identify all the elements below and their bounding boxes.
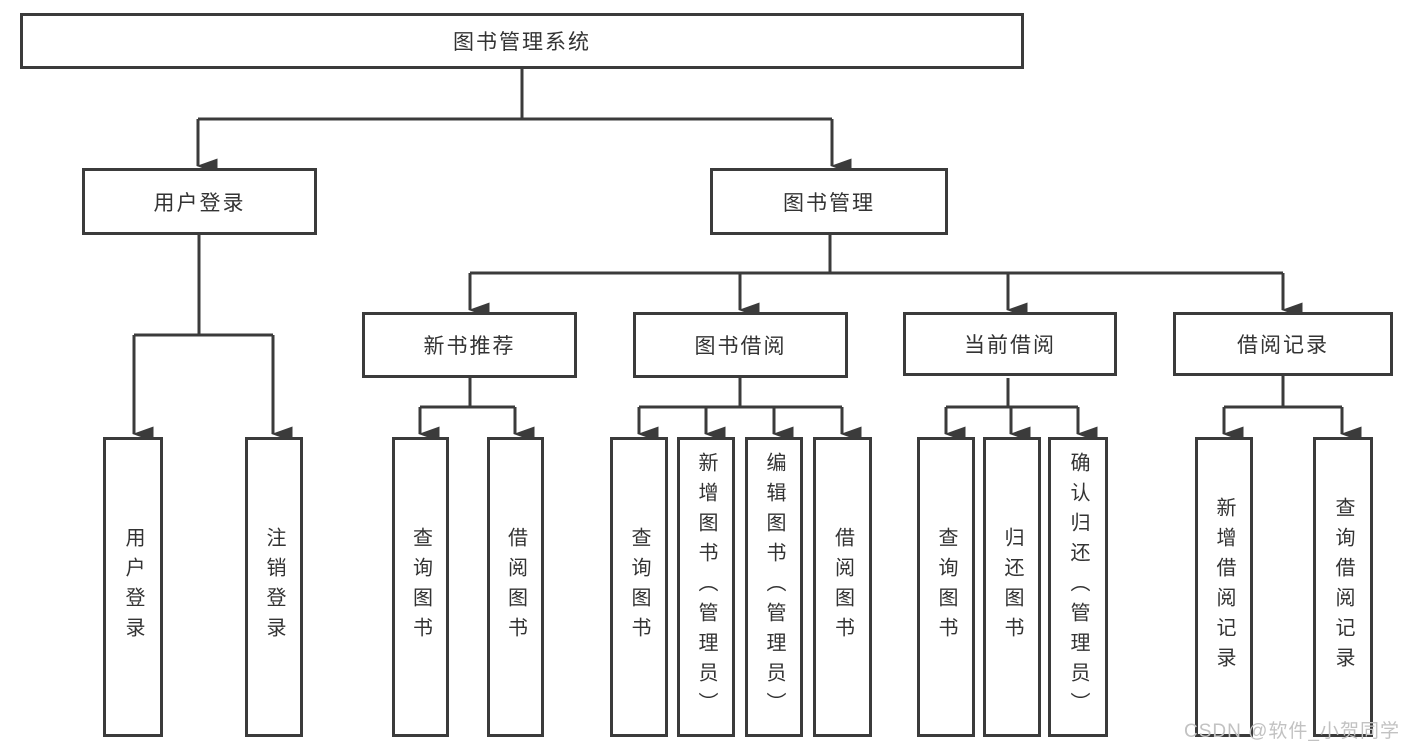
- leaf-query-borrow-record: 查询借阅记录: [1313, 437, 1373, 737]
- leaf-borrow-book-recommend-label: 借阅图书: [504, 527, 527, 647]
- node-user-login: 用户登录: [82, 168, 317, 235]
- leaf-add-borrow-record-label: 新增借阅记录: [1213, 497, 1235, 677]
- leaf-query-borrow-record-label: 查询借阅记录: [1332, 497, 1354, 677]
- leaf-edit-book-admin-label: 编辑图书（管理员）: [763, 452, 785, 722]
- node-current-borrow: 当前借阅: [903, 312, 1117, 376]
- leaf-confirm-return-admin: 确认归还（管理员）: [1048, 437, 1108, 737]
- node-book-management: 图书管理: [710, 168, 948, 235]
- leaf-confirm-return-admin-label: 确认归还（管理员）: [1067, 452, 1089, 722]
- node-borrow-records: 借阅记录: [1173, 312, 1393, 376]
- leaf-logout-label: 注销登录: [263, 527, 285, 647]
- leaf-borrow-book: 借阅图书: [813, 437, 872, 737]
- leaf-add-borrow-record: 新增借阅记录: [1195, 437, 1253, 737]
- leaf-user-login: 用户登录: [103, 437, 163, 737]
- leaf-query-book-current: 查询图书: [917, 437, 975, 737]
- node-new-book-recommend: 新书推荐: [362, 312, 577, 378]
- leaf-query-book-recommend: 查询图书: [392, 437, 449, 737]
- leaf-borrow-book-recommend: 借阅图书: [487, 437, 544, 737]
- csdn-watermark: CSDN @软件_小贺同学: [1184, 721, 1400, 742]
- node-root-system: 图书管理系统: [20, 13, 1024, 69]
- leaf-return-book: 归还图书: [983, 437, 1041, 737]
- leaf-query-book-borrow-label: 查询图书: [628, 527, 650, 647]
- leaf-borrow-book-label: 借阅图书: [831, 527, 854, 647]
- leaf-return-book-label: 归还图书: [1001, 527, 1023, 647]
- leaf-query-book-current-label: 查询图书: [935, 527, 957, 647]
- leaf-query-book-borrow: 查询图书: [610, 437, 668, 737]
- leaf-user-login-label: 用户登录: [122, 527, 144, 647]
- leaf-query-book-recommend-label: 查询图书: [409, 527, 432, 647]
- leaf-edit-book-admin: 编辑图书（管理员）: [745, 437, 803, 737]
- leaf-logout: 注销登录: [245, 437, 303, 737]
- leaf-add-book-admin-label: 新增图书（管理员）: [695, 452, 717, 722]
- node-book-borrow: 图书借阅: [633, 312, 848, 378]
- leaf-add-book-admin: 新增图书（管理员）: [677, 437, 735, 737]
